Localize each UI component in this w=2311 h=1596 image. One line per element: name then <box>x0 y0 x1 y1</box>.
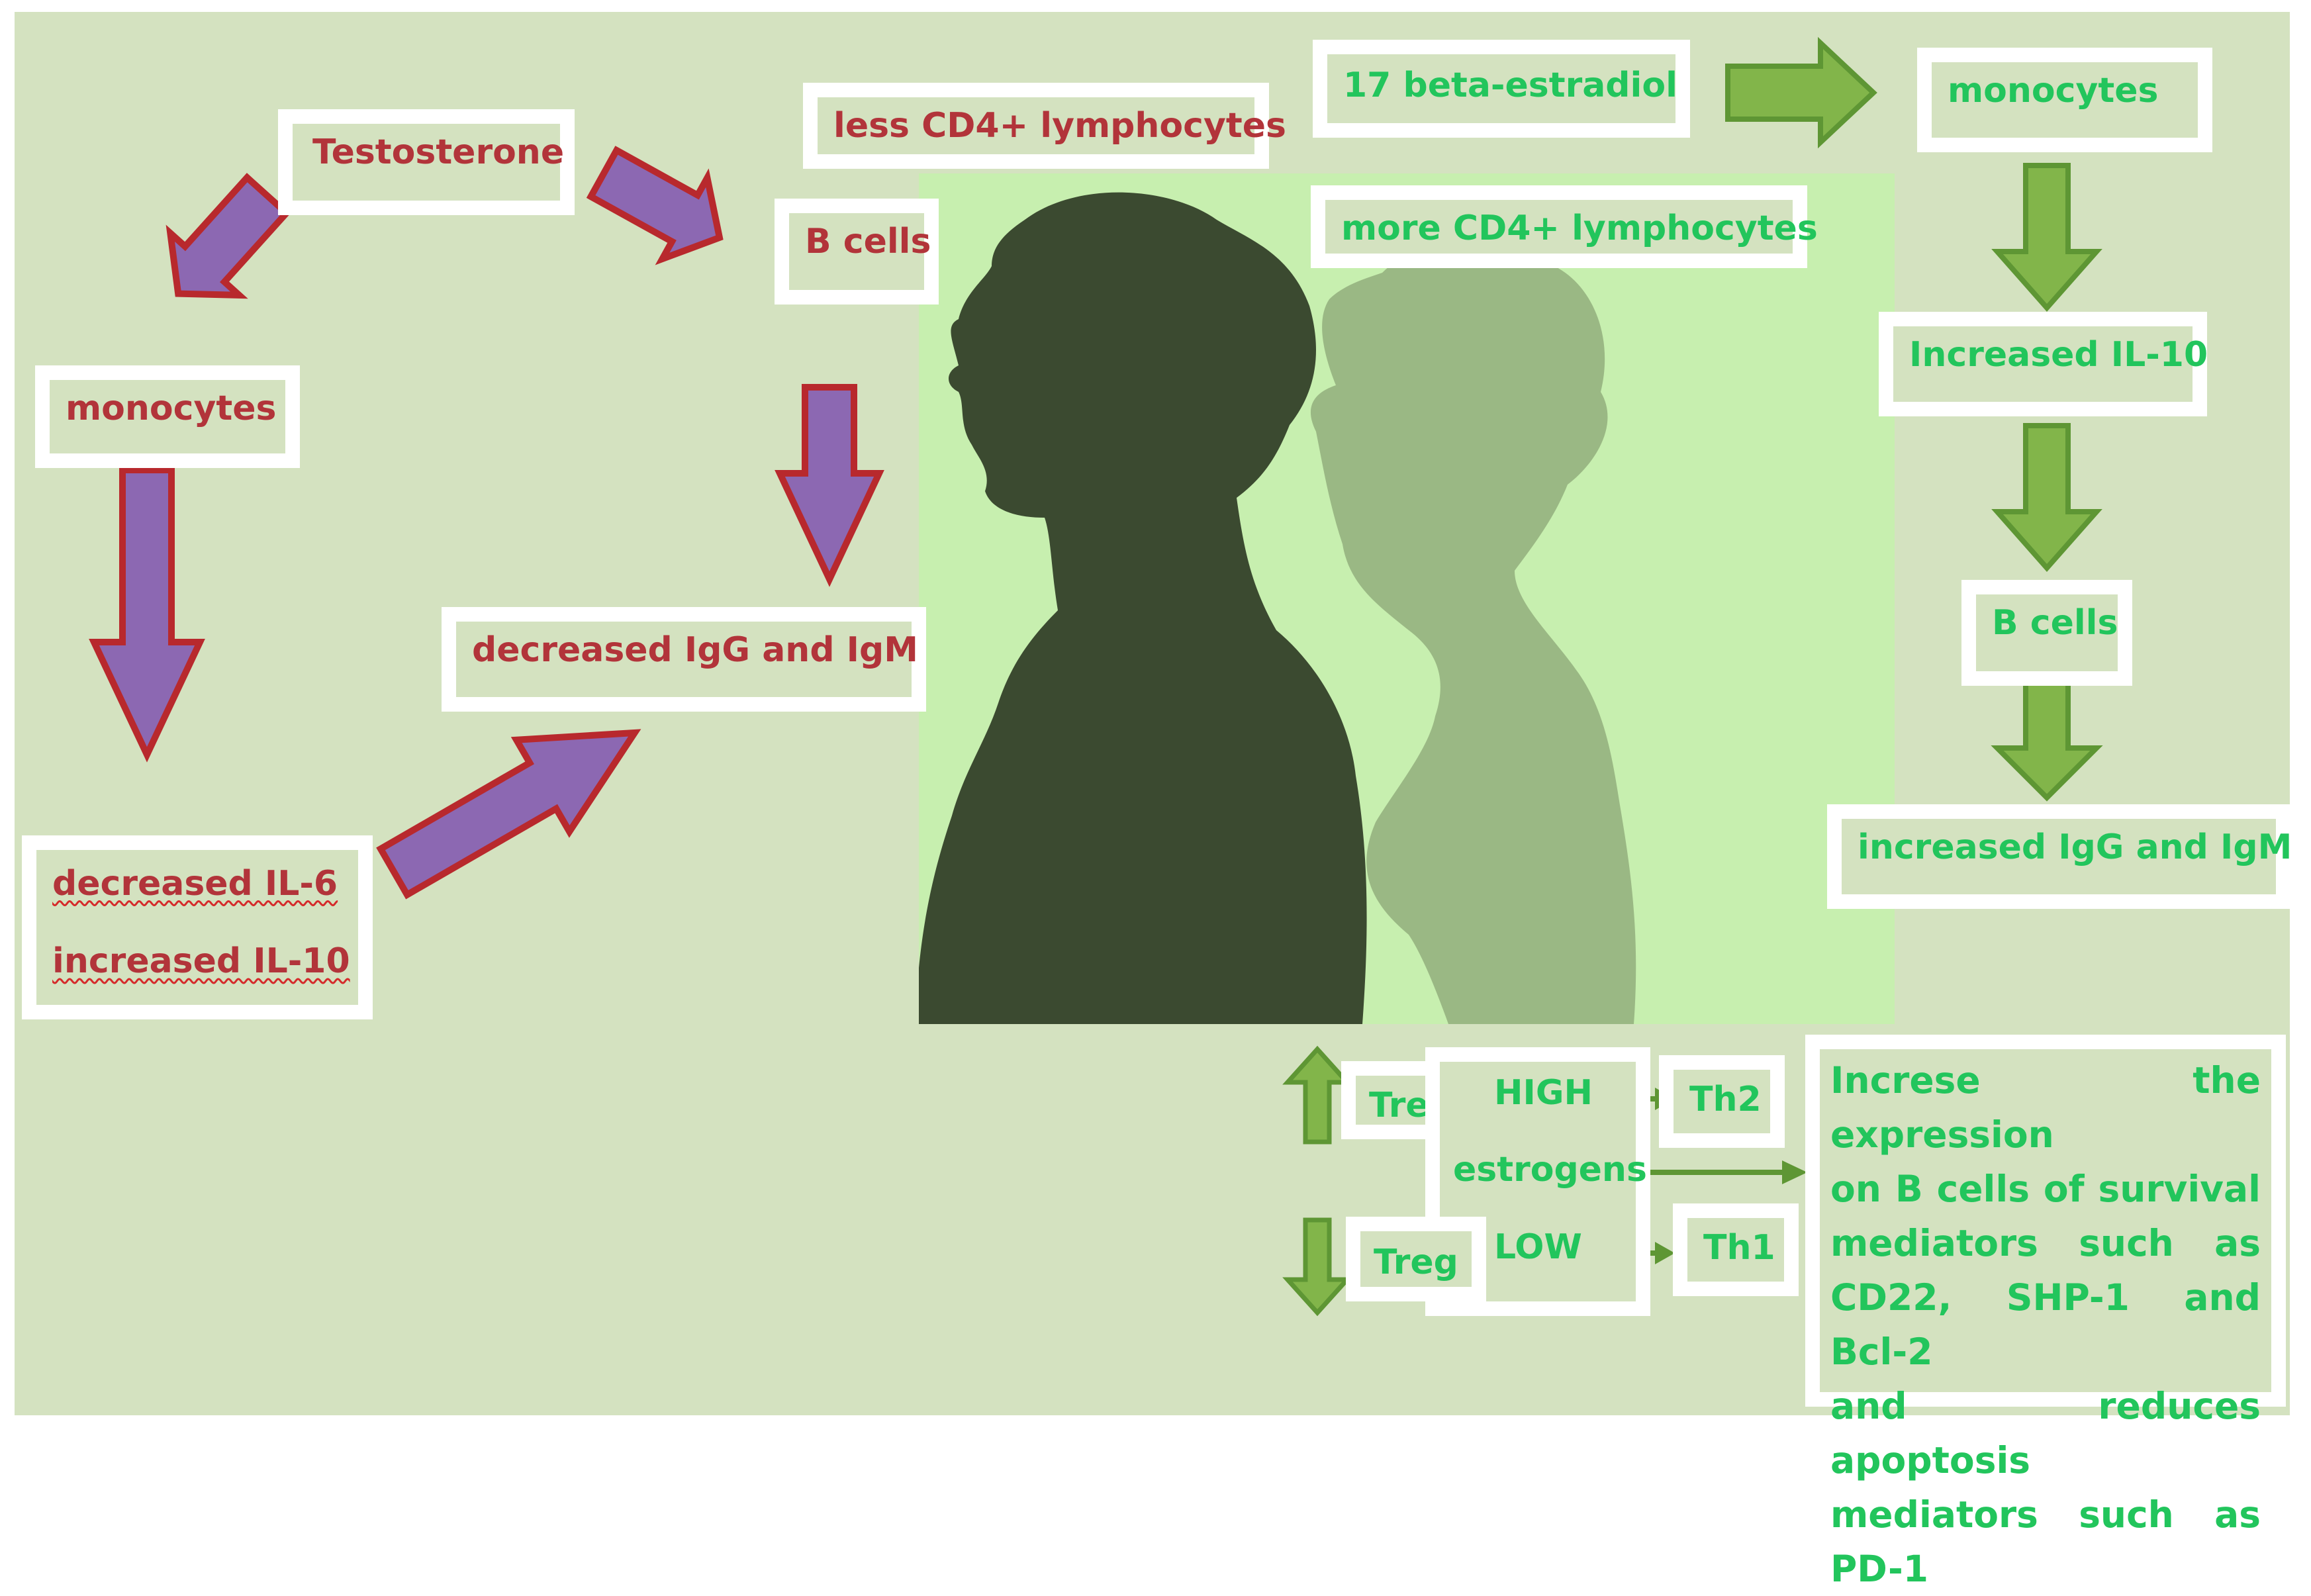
estrogens-label: estrogens <box>1453 1150 1647 1190</box>
more-cd4-box: more CD4+ lymphocytes <box>1311 185 1818 268</box>
effect-line: mediators such as <box>1830 1222 2261 1264</box>
increased-il10-box: Increased IL-10 <box>1879 312 2208 416</box>
low-label: LOW <box>1494 1227 1582 1267</box>
effect-line: Increse the expression <box>1830 1059 2261 1156</box>
silhouettes <box>919 192 1636 1024</box>
arrow-layer <box>89 36 2103 1317</box>
male-head-silhouette-icon <box>919 192 1367 1024</box>
testosterone-box: Testosterone <box>278 109 575 215</box>
high-label: HIGH <box>1494 1073 1593 1113</box>
treg-low-box: Treg <box>1346 1217 1486 1301</box>
less-cd4-box: less CD4+ lymphocytes <box>803 83 1286 169</box>
block-arrow-icon <box>165 173 291 299</box>
block-arrow-icon <box>1991 423 2102 573</box>
diagram-canvas: Testosterone less CD4+ lymphocytes B cel… <box>15 12 2292 1590</box>
estrogen-effects-box: Increse the expression on B cells of sur… <box>1805 1035 2286 1590</box>
effect-line: on B cells of survival <box>1830 1168 2261 1210</box>
treg-up-arrow-icon <box>1282 1045 1352 1145</box>
il-levels-box: decreased IL-6 increased IL-10 <box>22 835 373 1019</box>
block-arrow-icon <box>89 467 205 763</box>
silhouette-panel <box>919 173 1895 1024</box>
block-arrow-icon <box>1991 679 2103 802</box>
effect-line: CD22, SHP-1 and Bcl-2 <box>1830 1276 2261 1373</box>
th1-box: Th1 <box>1673 1203 1799 1296</box>
female-monocytes-box: monocytes <box>1917 48 2212 152</box>
increased-igg-igm-box: increased IgG and IgM <box>1827 804 2292 909</box>
female-b-cells-box: B cells <box>1961 580 2132 686</box>
block-arrow-icon <box>376 729 641 900</box>
estradiol-box: 17 beta-estradiol <box>1313 40 1690 138</box>
block-arrow-icon <box>775 384 884 587</box>
block-arrow-icon <box>1991 163 2102 312</box>
block-arrow-icon <box>1725 36 1877 149</box>
increased-il10-text: increased IL-10 <box>52 941 350 982</box>
female-head-silhouette-icon <box>1310 239 1636 1024</box>
effect-line: mediators such as PD-1 <box>1830 1493 2261 1590</box>
effect-line: and reduces apoptosis <box>1830 1385 2261 1481</box>
th2-box: Th2 <box>1659 1055 1785 1148</box>
thin-arrow-estrogens-effects <box>1634 1160 1807 1184</box>
male-b-cells-box: B cells <box>775 199 939 305</box>
block-arrow-icon <box>586 146 724 265</box>
male-monocytes-box: monocytes <box>35 365 300 468</box>
estrogens-box: HIGH estrogens LOW <box>1425 1047 1650 1316</box>
decreased-igg-igm-box: decreased IgG and IgM <box>442 607 926 712</box>
decreased-il6-text: decreased IL-6 <box>52 864 338 904</box>
treg-down-arrow-icon <box>1282 1217 1352 1317</box>
